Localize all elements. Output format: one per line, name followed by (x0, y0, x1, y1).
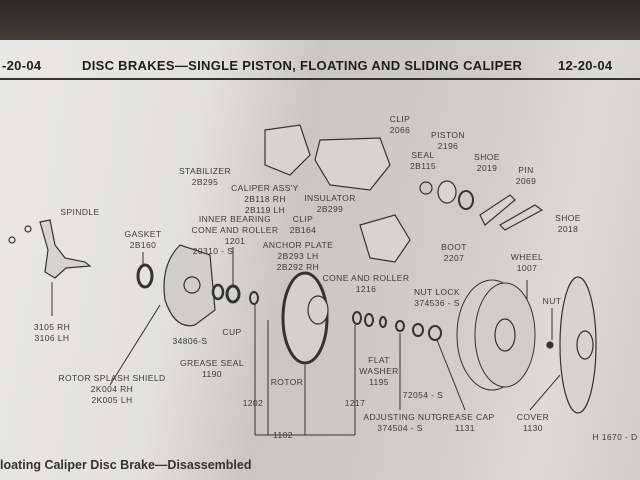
part-label: SHOE 2019 (474, 152, 500, 173)
part-label: NUT LOCK 374536 - S (413, 287, 461, 308)
anchor-plate-part (359, 214, 411, 263)
part-label: 20310 - S (192, 246, 234, 256)
part-label: ROTOR (270, 377, 304, 387)
page-title: DISC BRAKES—SINGLE PISTON, FLOATING AND … (82, 58, 523, 73)
part-label: BOOT 2207 (441, 242, 467, 263)
wheel-cover-part (559, 276, 597, 414)
section-number-left: -20-04 (2, 58, 42, 73)
part-label: SHOE 2018 (555, 213, 581, 234)
figure-caption: loating Caliper Disc Brake—Disassembled (0, 458, 252, 472)
part-label: INSULATOR 2B299 (304, 193, 356, 214)
part-label: NUT (542, 296, 562, 306)
part-label: H 1670 - D (592, 432, 638, 442)
part-label: CONE AND ROLLER 1216 (322, 273, 410, 294)
part-label: ANCHOR PLATE 2B293 LH 2B292 RH (262, 240, 334, 272)
rotor-part (281, 271, 329, 365)
part-label: GASKET 2B160 (124, 229, 162, 250)
splash-shield-part (163, 244, 216, 327)
part-label: COVER 1130 (516, 412, 550, 433)
part-label: SEAL 2B115 (410, 150, 436, 171)
part-label: CLIP 2066 (389, 114, 411, 135)
part-label: 3105 RH 3106 LH (33, 322, 71, 343)
caliper-part (314, 137, 391, 191)
part-label: CALIPER ASS'Y 2B118 RH 2B119 LH (231, 183, 299, 215)
part-label: FLAT WASHER 1195 (359, 355, 399, 387)
part-label: GREASE SEAL 1190 (180, 358, 244, 379)
part-label: ROTOR SPLASH SHIELD 2K004 RH 2K005 LH (58, 373, 166, 405)
background-dark-surface (0, 0, 640, 44)
part-label: WHEEL 1007 (510, 252, 544, 273)
part-label: 34806-S (172, 336, 208, 346)
part-label: 72054 - S (402, 390, 444, 400)
gasket-part (136, 263, 154, 289)
section-number-right: 12-20-04 (558, 58, 613, 73)
part-label: PIN 2069 (515, 165, 537, 186)
wheel-part (456, 279, 536, 391)
part-label: CUP (222, 327, 242, 337)
stabilizer-part (264, 124, 311, 176)
header-rule (0, 78, 640, 80)
part-label: 1102 (273, 430, 293, 440)
part-label: PISTON 2196 (431, 130, 465, 151)
spindle-part (8, 219, 92, 279)
part-label: 1217 (344, 398, 366, 408)
part-label: 1202 (242, 398, 264, 408)
part-label: INNER BEARING CONE AND ROLLER 1201 (191, 214, 279, 246)
part-label: CLIP 2B164 (289, 214, 317, 235)
part-label: GREASE CAP 1131 (435, 412, 495, 433)
part-label: ADJUSTING NUT 374504 - S (363, 412, 437, 433)
part-label: SPINDLE (60, 207, 100, 217)
part-label: STABILIZER 2B295 (178, 166, 232, 187)
